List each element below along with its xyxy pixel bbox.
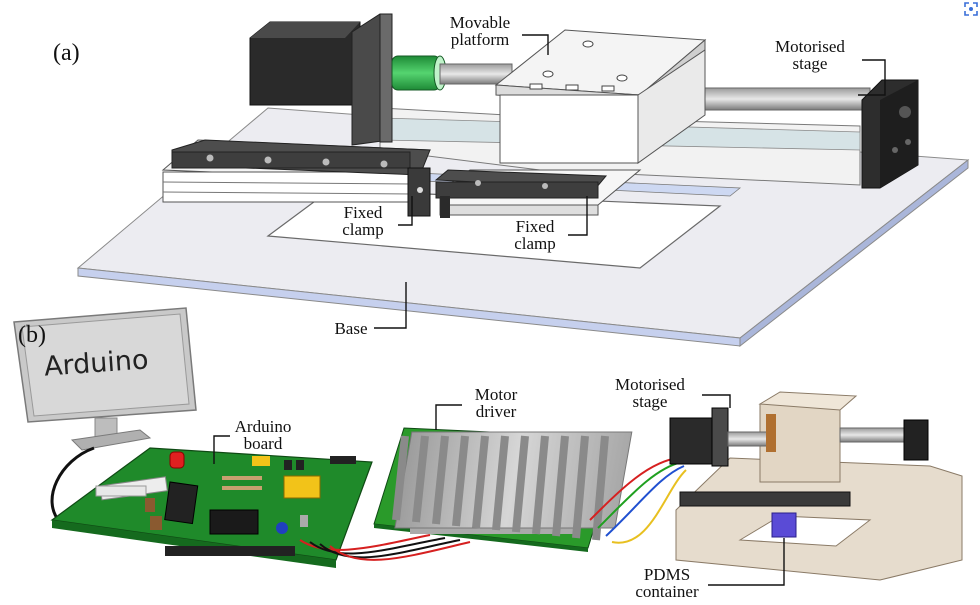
label-fixed-clamp-right: Fixed clamp	[504, 218, 566, 252]
label-line: stage	[792, 54, 828, 73]
label-motorised-stage-b: Motorised stage	[600, 376, 700, 410]
motor-driver	[373, 427, 633, 552]
label-pdms-container: PDMS container	[624, 566, 710, 600]
label-arduino-board: Arduino board	[228, 418, 298, 452]
label-fixed-clamp-left: Fixed clamp	[332, 204, 394, 238]
heatsink	[392, 431, 633, 541]
label-line: Arduino	[234, 417, 292, 436]
label-motor-driver: Motor driver	[464, 386, 528, 420]
label-line: Motor	[474, 385, 518, 404]
label-line: Motorised	[615, 375, 685, 394]
motorised-stage-b	[669, 391, 963, 581]
arduino-board	[50, 447, 373, 568]
label-motorised-stage-a: Motorised stage	[760, 38, 860, 72]
expand-icon[interactable]	[962, 0, 980, 18]
label-line: Motorised	[775, 37, 845, 56]
shaft-coupler	[391, 55, 441, 91]
panel-a-apparatus	[76, 13, 970, 348]
label-line: board	[243, 434, 283, 453]
wires-arduino-driver	[299, 534, 471, 561]
left-fixed-clamp	[161, 139, 431, 217]
label-line: container	[635, 582, 699, 601]
label-line: Fixed	[343, 203, 383, 222]
panel-b-label: (b)	[18, 322, 46, 348]
label-movable-platform: Movable platform	[440, 14, 520, 48]
label-line: Fixed	[515, 217, 555, 236]
label-base: Base	[334, 319, 368, 338]
monitor	[13, 307, 197, 529]
label-line: PDMS	[643, 565, 691, 584]
label-line: platform	[450, 30, 510, 49]
panel-a-label: (a)	[53, 40, 80, 66]
right-fixed-clamp	[434, 169, 608, 218]
label-line: clamp	[342, 220, 384, 239]
panel-b-leaders	[213, 394, 785, 586]
label-line: clamp	[514, 234, 556, 253]
base-window	[266, 189, 722, 269]
label-line: stage	[632, 392, 668, 411]
label-line: driver	[475, 402, 517, 421]
label-line: Movable	[449, 13, 511, 32]
stage-end-block	[861, 79, 919, 189]
panel-b-setup	[13, 307, 963, 586]
panel-a-leaders	[374, 34, 886, 329]
